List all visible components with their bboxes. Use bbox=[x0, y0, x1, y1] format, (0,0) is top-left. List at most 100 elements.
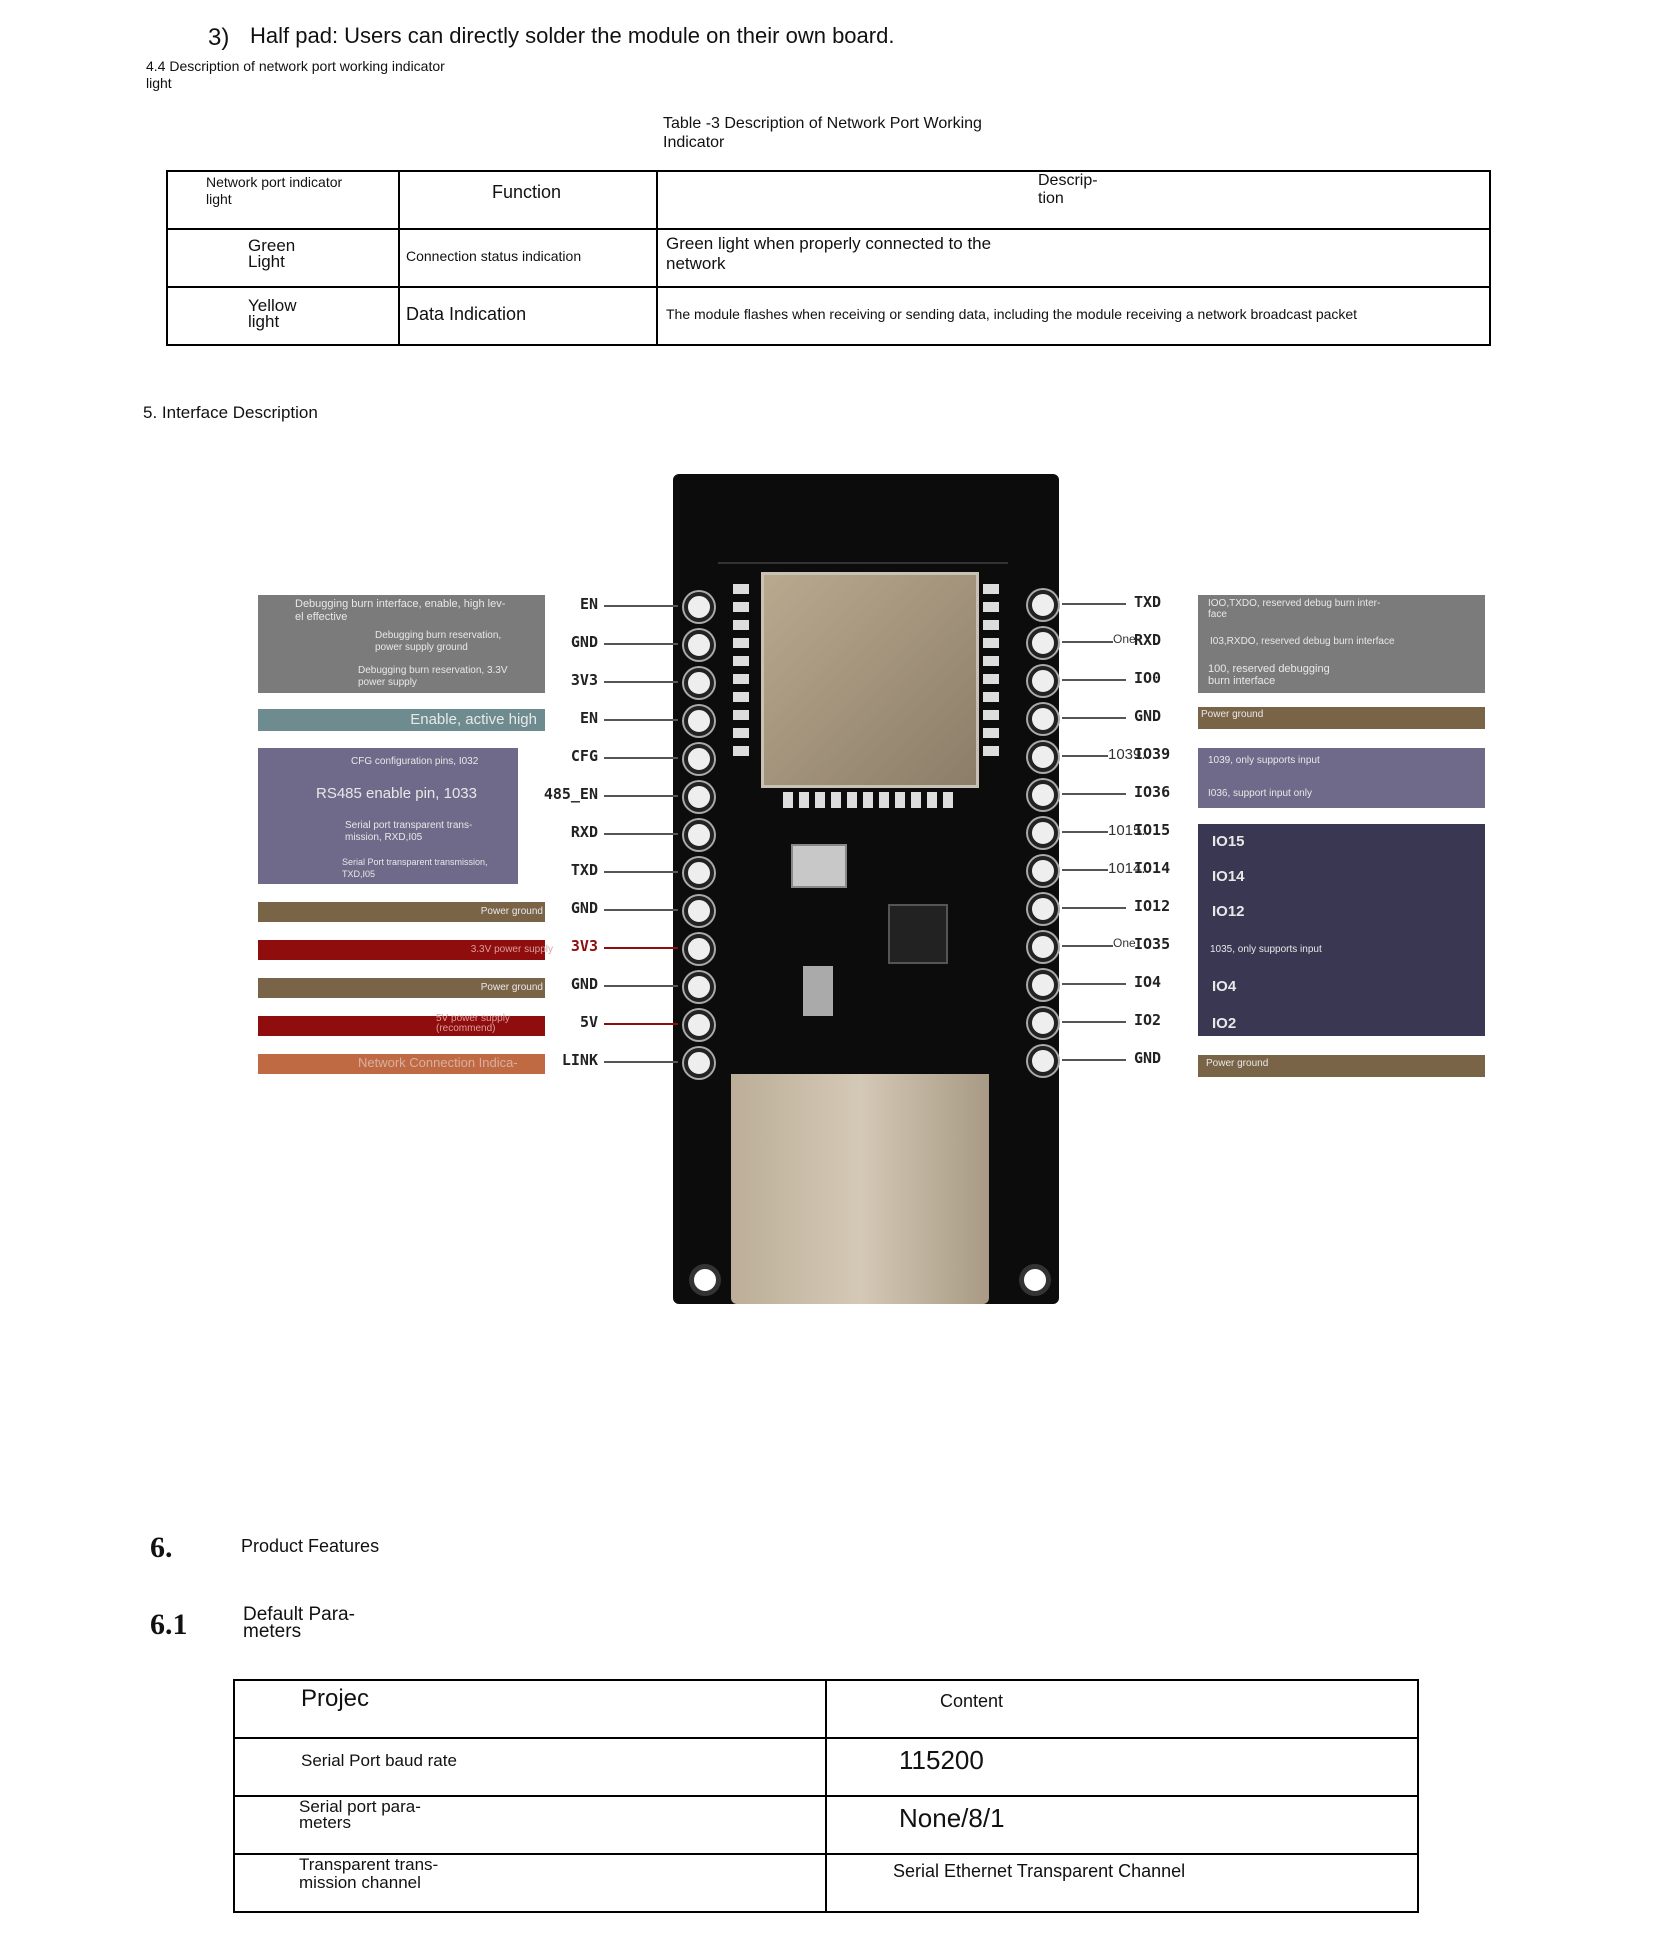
annotation-text: power supply bbox=[358, 677, 417, 688]
table-cell: 115200 bbox=[899, 1745, 984, 1775]
pin-label: IO15 bbox=[1134, 821, 1171, 839]
v5-annotation-box: 5V power supply (recommend) bbox=[258, 1013, 545, 1036]
gnd-annotation-box: Power ground bbox=[258, 902, 545, 922]
pin-lead bbox=[1062, 603, 1126, 605]
pin-pad bbox=[684, 592, 714, 622]
pin-pad bbox=[1028, 742, 1058, 772]
annotation-text: Power ground bbox=[480, 982, 543, 993]
annotation-text: I036, support input only bbox=[1208, 788, 1312, 799]
annotation-text: TXD,I05 bbox=[342, 869, 376, 879]
debug-annotation-box: Debugging burn interface, enable, high l… bbox=[258, 595, 545, 693]
section-heading-5: 5. Interface Description bbox=[143, 403, 318, 422]
pin-pad bbox=[1028, 628, 1058, 658]
pin-label: EN bbox=[579, 595, 598, 613]
table-cell: mission channel bbox=[299, 1873, 421, 1892]
input-only-annotation-box: 1039, only supports input I036, support … bbox=[1198, 748, 1485, 808]
section-heading-6-1: Default Para- bbox=[243, 1604, 355, 1625]
annotation-text: Serial port transparent trans- bbox=[345, 820, 473, 831]
v33-annotation-box: 3.3V power supply bbox=[258, 940, 553, 960]
annotation-text: face bbox=[1208, 609, 1227, 620]
table-cell: The module flashes when receiving or sen… bbox=[666, 306, 1358, 322]
enable-annotation-box: Enable, active high bbox=[258, 709, 545, 731]
pad-column bbox=[983, 584, 999, 764]
pin-pad bbox=[1028, 970, 1058, 1000]
pin-pad bbox=[684, 858, 714, 888]
half-pad-text: Half pad: Users can directly solder the … bbox=[250, 23, 895, 48]
pin-lead bbox=[1062, 907, 1126, 909]
section-heading-4-4-line2: light bbox=[146, 75, 172, 91]
pin-label: GND bbox=[1134, 1049, 1162, 1067]
mounting-hole bbox=[689, 1264, 721, 1296]
crystal bbox=[791, 844, 847, 888]
table-caption: Table -3 Description of Network Port Wor… bbox=[663, 115, 982, 132]
table-cell: Serial Ethernet Transparent Channel bbox=[893, 1861, 1186, 1881]
table-cell: Connection status indication bbox=[406, 248, 582, 264]
pin-pad bbox=[1028, 894, 1058, 924]
header-cell: tion bbox=[1038, 190, 1064, 207]
table-header-row: Network port indicator light Function De… bbox=[166, 170, 1491, 230]
pin-lead bbox=[604, 719, 678, 721]
esp32-shield bbox=[761, 572, 979, 788]
pin-pad bbox=[684, 744, 714, 774]
serial-annotation-box: CFG configuration pins, I032 RS485 enabl… bbox=[258, 748, 518, 884]
annotation-text: Enable, active high bbox=[410, 711, 537, 728]
pad-row bbox=[783, 792, 953, 808]
pin-pad bbox=[684, 1010, 714, 1040]
section-heading-6-1-line2: meters bbox=[243, 1621, 302, 1642]
pin-lead bbox=[604, 1061, 678, 1063]
pin-label: GND bbox=[570, 899, 598, 917]
annotation-text: IOO,TXDO, reserved debug burn inter- bbox=[1208, 598, 1381, 609]
lead-note: One bbox=[1113, 632, 1136, 646]
pin-label: 3V3 bbox=[570, 671, 598, 689]
pin-lead bbox=[1062, 1059, 1126, 1061]
annotation-text: power supply ground bbox=[375, 642, 468, 653]
section-number-6-1: 6.1 bbox=[150, 1608, 188, 1641]
module-board bbox=[673, 474, 1059, 1304]
header-cell: Network port indicator bbox=[206, 174, 343, 190]
pin-lead bbox=[604, 1023, 678, 1025]
pin-label: IO2 bbox=[1134, 1011, 1162, 1029]
annotation-text: CFG configuration pins, I032 bbox=[351, 756, 479, 767]
section-number-6: 6. bbox=[150, 1531, 173, 1564]
pin-label: TXD bbox=[1134, 593, 1162, 611]
debug-annotation-box: IOO,TXDO, reserved debug burn inter- fac… bbox=[1198, 595, 1485, 693]
annotation-text: 1035, only supports input bbox=[1210, 944, 1322, 955]
header-cell: Projec bbox=[301, 1685, 370, 1712]
table-cell: Yellow bbox=[248, 296, 297, 315]
pin-lead bbox=[604, 681, 678, 683]
pin-pad bbox=[1028, 704, 1058, 734]
header-cell: Descrip- bbox=[1038, 172, 1098, 189]
pin-lead bbox=[604, 947, 678, 949]
annotation-text: Power ground bbox=[1206, 1058, 1269, 1069]
header-cell: light bbox=[206, 191, 232, 207]
pin-label: RXD bbox=[1134, 631, 1162, 649]
table-cell: network bbox=[666, 254, 726, 273]
pin-label: EN bbox=[579, 709, 598, 727]
pin-label: LINK bbox=[561, 1051, 598, 1069]
pin-label: CFG bbox=[570, 747, 598, 765]
pin-pad bbox=[684, 782, 714, 812]
pin-lead bbox=[1062, 1021, 1126, 1023]
annotation-text: Network Connection Indica- bbox=[358, 1055, 518, 1070]
annotation-text: Serial Port transparent transmission, bbox=[342, 857, 488, 867]
annotation-text: burn interface bbox=[1208, 675, 1276, 687]
table-cell: Serial Port baud rate bbox=[301, 1751, 457, 1770]
pin-lead bbox=[604, 871, 678, 873]
header-cell: Function bbox=[492, 182, 562, 202]
lead-note: 1015. bbox=[1108, 822, 1146, 839]
pin-lead bbox=[604, 833, 678, 835]
annotation-text: (recommend) bbox=[436, 1023, 496, 1034]
rj45-connector bbox=[731, 1074, 989, 1304]
annotation-text: 5V power supply bbox=[436, 1013, 510, 1024]
annotation-text: Debugging burn interface, enable, high l… bbox=[295, 598, 506, 610]
annotation-text: IO15 bbox=[1212, 833, 1245, 850]
table-row: Green Light Connection status indication… bbox=[166, 228, 1491, 288]
pin-pad bbox=[684, 972, 714, 1002]
pin-pad bbox=[1028, 590, 1058, 620]
table-cell: Green bbox=[248, 236, 296, 255]
pin-pad bbox=[1028, 856, 1058, 886]
pin-lead bbox=[1062, 831, 1126, 833]
pin-pad bbox=[1028, 666, 1058, 696]
section-heading-6: Product Features bbox=[241, 1536, 380, 1556]
gnd-annotation-box: Power ground bbox=[258, 978, 545, 998]
